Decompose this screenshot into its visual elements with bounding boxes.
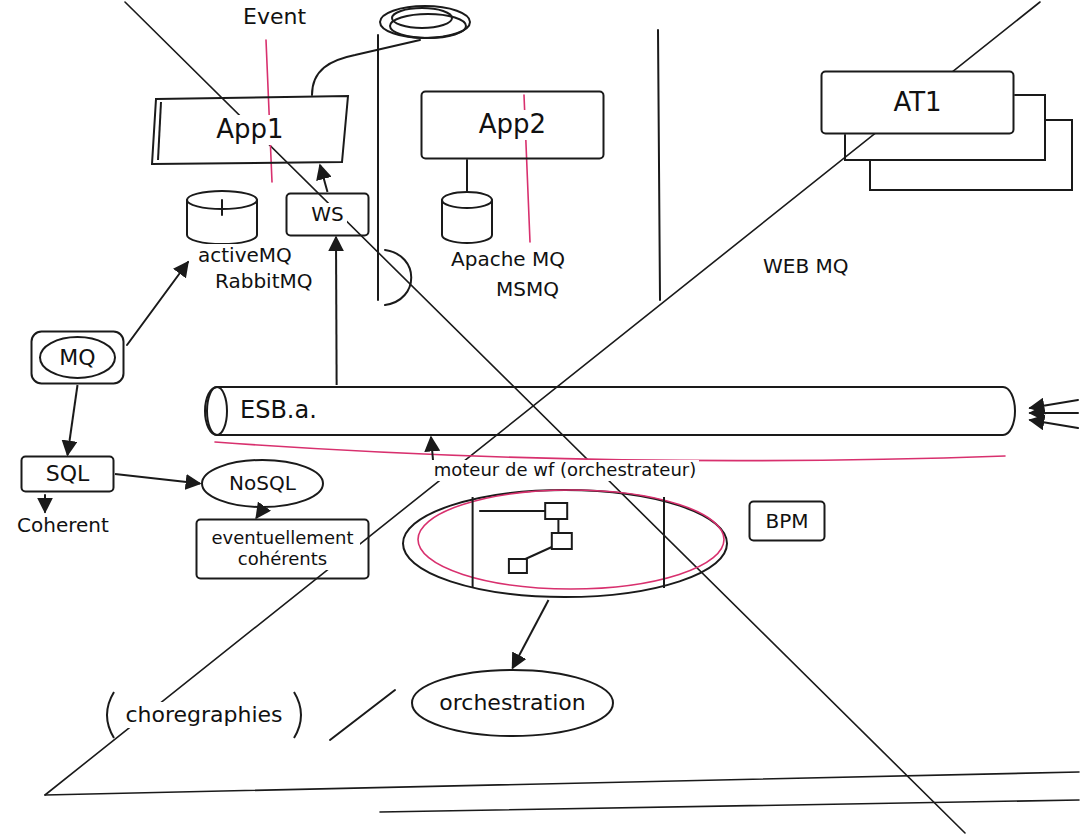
node-outline [202,460,323,507]
node-outline [294,692,301,738]
sketch-line [330,690,395,740]
connector-arrow [115,474,200,484]
free-label: MSMQ [493,278,562,301]
node-label: App2 [476,110,549,140]
node-outline [152,96,348,164]
node-outline [22,457,114,492]
node-label: orchestration [436,690,588,715]
node-label: BPM [762,510,811,533]
node-outline [509,559,527,573]
node-outline [207,387,227,435]
concept-ellipse: orchestration [410,668,615,738]
highlight-ellipse [418,490,724,589]
note-box: eventuellement cohérents [195,518,370,580]
bus-pipe: ESB.a. [205,385,1015,437]
workflow-engine: moteur de wf (orchestrateur) [400,460,730,600]
connector-arrow [513,600,549,668]
app-box: App1 [150,95,350,165]
connector-arrow [431,437,433,460]
database-cylinder [442,192,492,208]
sketch-line [658,30,660,300]
node-label: WS [308,203,346,226]
service-box: WS [285,192,370,237]
sketch-arrow [1030,420,1078,428]
node-label: eventuellement cohérents [205,528,360,569]
sketch-line [377,35,379,300]
free-label: Apache MQ [448,248,568,271]
sketch-line [385,250,411,305]
cross-out-line [45,2,1040,795]
free-label: Event [240,4,309,29]
node-outline [40,337,115,378]
highlight-line [266,40,272,182]
sketch-arrow [1030,400,1078,408]
node-outline [525,547,551,559]
node-label: MQ [56,345,98,370]
sketch-line [221,200,223,215]
node-label: moteur de wf (orchestrateur) [431,460,699,481]
node-outline [197,520,369,579]
node-label: App1 [213,115,286,145]
node-label: ESB.a. [237,397,320,425]
connector-arrow [335,237,338,385]
queue-box: MQ [30,330,125,385]
node-label: AT1 [890,88,944,118]
node-outline [750,502,825,541]
connector-arrow [68,385,78,455]
database-ellipse: NoSQL [200,458,325,509]
cross-out-line [45,772,1079,795]
node-shape [205,385,1015,437]
free-label: WEB MQ [760,255,852,278]
free-label: activeMQ [195,244,295,267]
node-label: choregraphies [122,702,285,727]
node-outline [32,332,124,384]
node-label: NoSQL [226,472,299,495]
sketch-line [312,40,420,95]
node-outline [158,102,161,160]
node-outline [422,92,604,159]
bpm-box: BPM [748,500,826,542]
node-outline [663,497,665,588]
concept-bracket: choregraphies [100,690,308,740]
node-label: SQL [43,461,93,486]
node-outline [479,510,545,512]
node-shape [400,460,730,600]
connector-arrow [256,509,262,518]
database-box: SQL [20,455,115,493]
node-outline [287,194,369,236]
sketch-arrow [44,495,46,512]
node-outline [412,670,613,736]
sketch-arrow [127,262,188,345]
app-box: App2 [420,90,605,160]
scribble [392,8,452,28]
free-label: Coherent [14,514,112,537]
connector-arrow [320,165,328,192]
node-outline [472,497,474,588]
node-outline [107,692,114,738]
node-outline [822,72,1014,134]
sketch-line [466,160,468,192]
node-outline [557,519,559,533]
node-outline [403,490,727,597]
node-outline [545,503,567,519]
app-box: AT1 [820,70,1015,135]
free-label: RabbitMQ [212,270,316,293]
sketch-arrow [1030,412,1078,414]
scribble [380,6,470,38]
highlight-line [215,442,1005,461]
cross-out-line [380,800,1079,812]
node-outline [552,533,572,549]
node-outline [205,387,1015,435]
